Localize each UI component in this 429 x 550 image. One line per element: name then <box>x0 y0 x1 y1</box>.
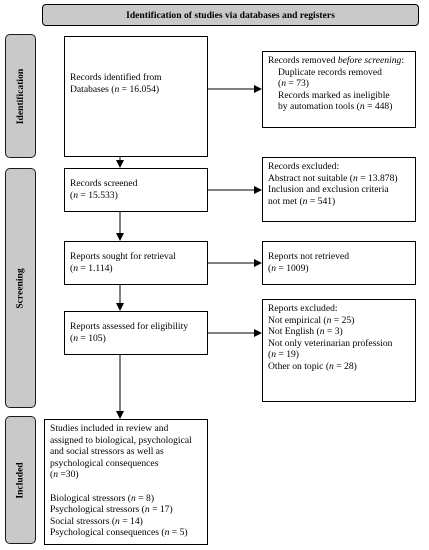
included-line4: psychological consequences <box>50 457 159 469</box>
not-only-vet-count: (n = 19) <box>268 349 299 361</box>
reports-sought-box: Reports sought for retrieval (n = 1.114) <box>64 241 208 285</box>
stage-included: Included <box>5 416 36 544</box>
duplicate-records-label: Duplicate records removed <box>278 66 382 78</box>
not-english: Not English (n = 3) <box>268 326 343 338</box>
stage-screening: Screening <box>5 168 36 408</box>
included-total: (n =30) <box>50 469 79 481</box>
records-removed-box: Records removed before screening: Duplic… <box>262 51 416 128</box>
reports-not-retrieved-box: Reports not retrieved (n = 1009) <box>262 241 416 285</box>
records-excluded-box: Records excluded: Abstract not suitable … <box>262 157 416 222</box>
studies-included-box: Studies included in review and assigned … <box>44 419 208 545</box>
psychological-stressors: Psychological stressors (n = 17) <box>50 504 173 516</box>
abstract-not-suitable: Abstract not suitable (n = 13.878) <box>268 172 398 184</box>
biological-stressors: Biological stressors (n = 8) <box>50 492 155 504</box>
records-screened-line2: (n = 15.533) <box>70 189 118 201</box>
not-only-vet-label: Not only veterinarian profession <box>268 337 393 349</box>
reports-assessed-box: Reports assessed for eligibility (n = 10… <box>64 311 208 355</box>
reports-excluded-title: Reports excluded: <box>268 303 338 314</box>
records-excluded-title: Records excluded: <box>268 161 340 172</box>
other-on-topic: Other on topic (n = 28) <box>268 360 357 372</box>
reports-not-retrieved-line1: Reports not retrieved <box>268 251 349 262</box>
criteria-not-met-label: Inclusion and exclusion criteria <box>268 184 389 196</box>
reports-assessed-line1: Reports assessed for eligibility <box>70 321 189 332</box>
records-screened-line1: Records screened <box>70 178 138 189</box>
records-screened-box: Records screened (n = 15.533) <box>64 168 208 212</box>
included-line1: Studies included in review and <box>50 423 169 434</box>
included-spacer <box>50 481 202 493</box>
stage-identification: Identification <box>5 34 36 158</box>
records-identified-box: Records identified from Databases (n = 1… <box>64 36 208 157</box>
reports-sought-line1: Reports sought for retrieval <box>70 251 176 262</box>
reports-sought-line2: (n = 1.114) <box>70 262 113 274</box>
stage-identification-label: Identification <box>15 68 26 124</box>
not-empirical: Not empirical (n = 25) <box>268 314 355 326</box>
ineligible-records-count: by automation tools (n = 448) <box>278 101 393 113</box>
records-identified-line2: Databases (n = 16.054) <box>70 83 160 95</box>
criteria-not-met-count: not met (n = 541) <box>268 195 336 207</box>
social-stressors: Social stressors (n = 14) <box>50 515 143 527</box>
ineligible-records-label: Records marked as ineligible <box>278 89 390 101</box>
reports-assessed-line2: (n = 105) <box>70 332 106 344</box>
records-identified-line1: Records identified from <box>70 72 162 83</box>
psychological-consequences: Psychological consequences (n = 5) <box>50 527 188 539</box>
stage-screening-label: Screening <box>15 267 26 309</box>
records-removed-title: Records removed before screening: <box>268 55 404 66</box>
stage-included-label: Included <box>15 461 27 499</box>
included-line3: and social stressors as well as <box>50 446 164 458</box>
reports-excluded-box: Reports excluded: Not empirical (n = 25)… <box>262 299 416 402</box>
duplicate-records-count: (n = 73) <box>278 78 309 90</box>
included-line2: assigned to biological, psychological <box>50 434 192 446</box>
diagram-header: Identification of studies via databases … <box>42 4 419 26</box>
reports-not-retrieved-line2: (n = 1009) <box>268 262 309 274</box>
